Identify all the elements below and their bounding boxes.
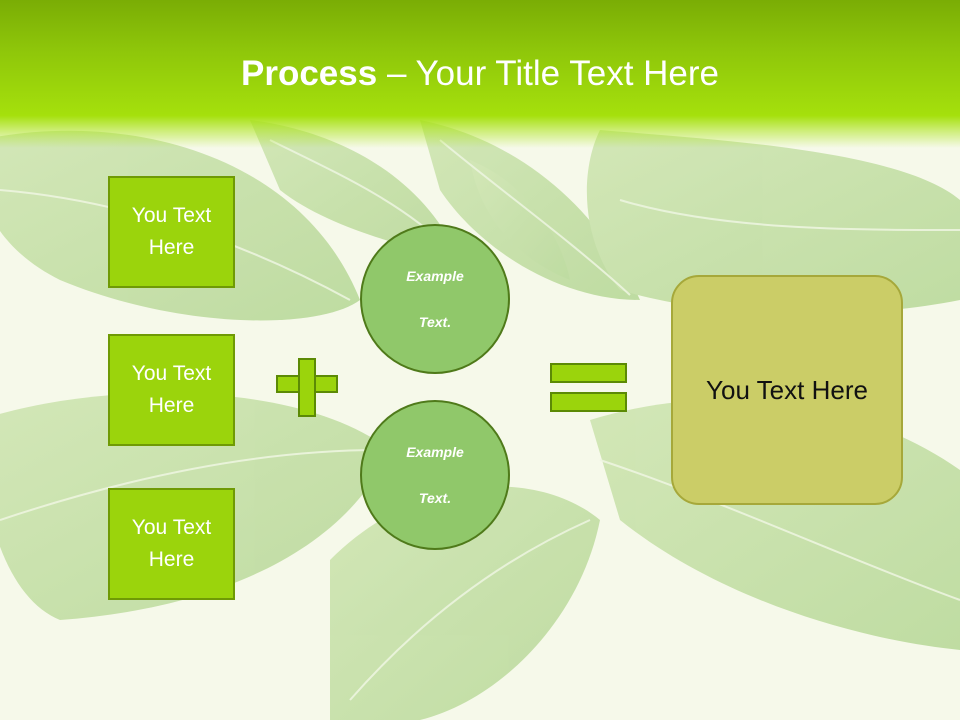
text-box-1-line2: Here [148, 236, 195, 259]
result-box[interactable]: You Text Here [671, 275, 903, 505]
title-rest: – Your Title Text Here [377, 54, 719, 93]
title-bar [0, 0, 960, 148]
text-box-3-line2: Here [148, 548, 195, 571]
text-box-1-line1: You Text [131, 204, 212, 227]
text-box-3-line1: You Text [131, 516, 212, 539]
text-box-2-line1: You Text [131, 362, 212, 385]
result-label: You Text Here [706, 374, 868, 405]
slide-title: Process – Your Title Text Here [0, 54, 960, 94]
equals-top-bar [550, 363, 627, 383]
circle-1-line2: Text. [418, 313, 452, 330]
equals-bottom-bar [550, 392, 627, 412]
circle-2-line2: Text. [418, 489, 452, 506]
circle-2-line1: Example [406, 443, 464, 460]
text-box-2-line2: Here [148, 394, 195, 417]
title-bold: Process [241, 54, 378, 93]
plus-center-fill [300, 377, 314, 391]
circle-1-line1: Example [406, 267, 464, 284]
